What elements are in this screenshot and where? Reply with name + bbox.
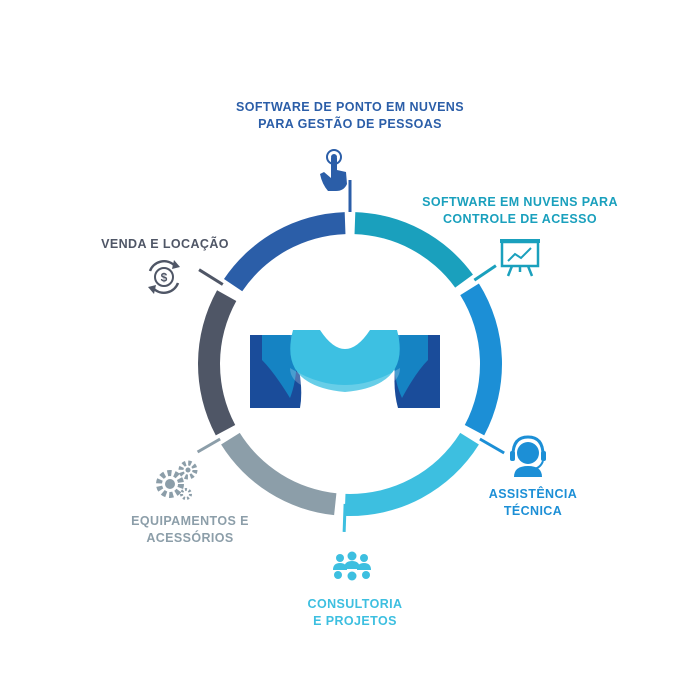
label-consultoria: CONSULTORIA E PROJETOS xyxy=(280,596,430,630)
label-equipamentos: EQUIPAMENTOS E ACESSÓRIOS xyxy=(105,513,275,547)
connector-line-acesso xyxy=(473,264,497,282)
logo-left-inner xyxy=(262,335,297,398)
logo-right-inner xyxy=(393,335,428,398)
label-line: TÉCNICA xyxy=(503,504,563,518)
label-venda-locacao: VENDA E LOCAÇÃO xyxy=(95,236,235,253)
label-line: SOFTWARE EM NUVENS PARA xyxy=(422,195,618,209)
ring-segment-ponto xyxy=(223,212,346,292)
ring-segment-assistencia xyxy=(460,283,503,436)
team-icon xyxy=(333,551,371,581)
ring-segment-consultoria xyxy=(344,432,479,516)
label-assistencia-tecnica: ASSISTÊNCIA TÉCNICA xyxy=(478,486,588,520)
label-line: CONSULTORIA xyxy=(307,597,403,611)
ring-segment-acesso xyxy=(354,212,473,288)
presentation-chart-icon xyxy=(500,239,540,277)
connector-line-consultoria xyxy=(342,503,347,532)
touch-hand-icon xyxy=(320,149,347,191)
connector-line-equipamentos xyxy=(196,437,221,454)
label-line: ASSISTÊNCIA xyxy=(488,487,578,501)
label-software-acesso: SOFTWARE EM NUVENS PARA CONTROLE DE ACES… xyxy=(420,194,620,228)
connector-line-assistencia xyxy=(479,437,505,455)
gears-icon xyxy=(156,460,198,500)
label-line: SOFTWARE DE PONTO EM NUVENS xyxy=(236,100,464,114)
connector-line-venda xyxy=(198,268,224,286)
label-software-ponto: SOFTWARE DE PONTO EM NUVENS PARA GESTÃO … xyxy=(205,99,495,133)
ring-segment-equipamentos xyxy=(221,432,337,516)
dollar-cycle-icon: $ xyxy=(148,260,180,294)
ring-segment-venda xyxy=(197,290,237,436)
label-line: E PROJETOS xyxy=(313,614,397,628)
label-line: EQUIPAMENTOS E xyxy=(131,514,249,528)
logo-arch xyxy=(290,330,400,392)
label-line: ACESSÓRIOS xyxy=(146,531,234,545)
headset-icon xyxy=(510,435,546,477)
logo-arch-fade xyxy=(290,368,400,394)
center-logo xyxy=(250,330,440,408)
cycle-ring xyxy=(196,180,505,532)
label-line: VENDA E LOCAÇÃO xyxy=(101,237,229,251)
label-line: CONTROLE DE ACESSO xyxy=(443,212,597,226)
label-line: PARA GESTÃO DE PESSOAS xyxy=(258,117,442,131)
svg-text:$: $ xyxy=(161,271,168,285)
